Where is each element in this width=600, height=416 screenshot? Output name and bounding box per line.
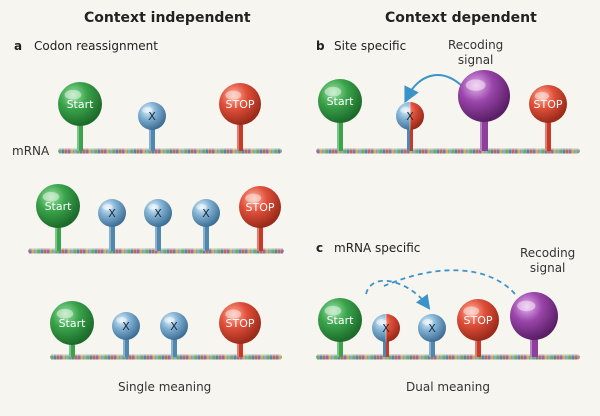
mrna-label: mRNA [12,144,50,158]
node-a3-x2: X [160,312,188,357]
node-b-stop-label: STOP [534,98,563,111]
node-a2-x2-label: X [154,207,162,220]
node-a2-start-label: Start [45,200,73,213]
panel-b-letter: b [316,39,325,53]
node-b-x-split: X [396,102,424,151]
node-a1-start: Start [58,82,102,151]
node-a2-x1: X [98,199,126,251]
node-b-recoding-signal [458,70,510,151]
node-a3-x1: X [112,312,140,357]
node-b-start-label: Start [327,95,355,108]
node-c-start: Start [318,298,362,357]
recoding-signal-label-b: Recoding signal [448,38,503,68]
node-a2-x2: X [144,199,172,251]
node-b-stop: STOP [529,85,567,151]
node-a1-start-label: Start [67,98,95,111]
node-a1-stop-label: STOP [226,98,255,111]
node-c-x-split-label: X [382,322,390,335]
caption-single-meaning: Single meaning [118,380,212,394]
node-c-stop-label: STOP [464,314,493,327]
mrna-strand-a1 [58,148,282,154]
node-a2-x3-label: X [202,207,210,220]
panel-c-title: mRNA specific [334,241,421,255]
node-c-x-label: X [428,322,436,335]
node-a3-stop: STOP [219,302,261,357]
panel-a-letter: a [14,39,23,53]
recoding-arrow-b [404,74,463,104]
node-a1-stop: STOP [219,83,261,151]
recoding-signal-label-b-line2: signal [457,53,494,67]
node-c-x-split: X [372,314,400,357]
panel-c-letter: c [316,241,324,255]
mrna-strand-b [316,148,580,154]
recoding-signal-label-c-line1: Recoding [520,246,576,260]
heading-context-dependent: Context dependent [385,10,537,26]
recoding-arrow-c-2 [365,279,431,310]
recoding-signal-label-c-line2: signal [529,261,566,275]
recoding-arrow-c-1 [383,269,516,295]
mrna-strand-c [316,354,580,360]
node-c-recoding-signal [510,292,558,357]
node-a2-stop-label: STOP [246,201,275,214]
recoding-signal-label-c: Recoding signal [520,246,575,276]
node-a2-x3: X [192,199,220,251]
node-a2-start: Start [36,184,80,251]
node-c-stop: STOP [457,299,499,357]
node-a2-x1-label: X [108,207,116,220]
node-a3-start: Start [50,301,94,357]
recoding-signal-label-b-line1: Recoding [448,38,504,52]
node-a3-x1-label: X [122,320,130,333]
node-b-start: Start [318,79,362,151]
node-a1-x-label: X [148,110,156,123]
node-a1-x: X [138,102,166,151]
node-c-start-label: Start [327,314,355,327]
node-a3-start-label: Start [59,317,87,330]
node-b-x-split-label: X [406,110,414,123]
node-a2-stop: STOP [239,186,281,251]
heading-context-independent: Context independent [84,10,251,26]
panel-a-title: Codon reassignment [34,39,158,53]
node-a3-x2-label: X [170,320,178,333]
panel-b-title: Site specific [334,39,407,53]
node-a3-stop-label: STOP [226,317,255,330]
caption-dual-meaning: Dual meaning [406,380,490,394]
mrna-strand-a3 [50,354,282,360]
node-c-x: X [418,314,446,357]
